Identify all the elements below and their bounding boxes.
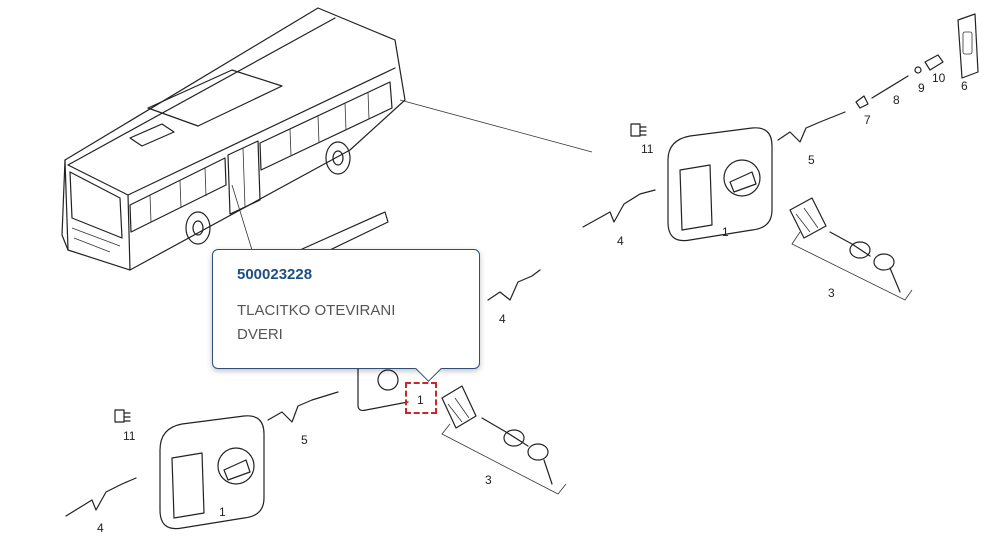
leader-line xyxy=(399,99,593,153)
callout-label: 1 xyxy=(417,393,424,407)
callout-labels: 1 3 4 5 6 7 8 9 10 11 1 3 4 1 4 5 11 xyxy=(97,71,968,535)
cable-part-5[interactable] xyxy=(777,111,846,143)
cable-part-4[interactable] xyxy=(65,477,137,517)
lock-part-3[interactable] xyxy=(789,197,913,301)
bus-illustration xyxy=(61,7,406,271)
bracket-part-6[interactable] xyxy=(957,13,979,79)
sleeve-part-10[interactable] xyxy=(924,54,944,71)
connector-part-11[interactable] xyxy=(114,409,131,423)
callout-label: 10 xyxy=(932,71,946,85)
cable-part-4[interactable] xyxy=(582,189,656,228)
door-handle-part-1[interactable] xyxy=(159,415,265,530)
connector-part-11[interactable] xyxy=(630,123,647,137)
callout-label: 11 xyxy=(123,429,136,443)
callout-label: 4 xyxy=(499,312,506,326)
bottom-assembly xyxy=(65,391,339,530)
part-description: TLACITKO OTEVIRANI DVERI xyxy=(237,302,396,343)
selected-part-hotspot[interactable] xyxy=(405,382,437,414)
leader-line xyxy=(231,184,253,251)
callout-label: 5 xyxy=(808,153,815,167)
cable-part-5[interactable] xyxy=(267,391,339,423)
callout-label: 1 xyxy=(219,505,226,519)
middle-assembly xyxy=(357,269,567,495)
top-assembly xyxy=(582,13,979,301)
callout-label: 5 xyxy=(301,433,308,447)
callout-label: 9 xyxy=(918,81,925,95)
callout-label: 4 xyxy=(97,521,104,535)
pin-part-8[interactable] xyxy=(871,75,909,99)
nut-part-9[interactable] xyxy=(914,66,922,74)
door-handle-part-1[interactable] xyxy=(357,359,409,412)
callout-label: 1 xyxy=(722,225,729,239)
clip-part-7[interactable] xyxy=(855,95,869,109)
callout-label: 8 xyxy=(893,93,900,107)
callout-label: 3 xyxy=(485,473,492,487)
cable-part-4[interactable] xyxy=(487,269,541,301)
callout-label: 7 xyxy=(864,113,871,127)
part-tooltip: 500023228 TLACITKO OTEVIRANI DVERI xyxy=(212,249,480,369)
lock-part-3[interactable] xyxy=(441,385,567,495)
door-handle-part-1[interactable] xyxy=(667,127,773,242)
part-number: 500023228 xyxy=(237,266,313,283)
callout-label: 11 xyxy=(641,142,654,156)
callout-label: 4 xyxy=(617,234,624,248)
callout-label: 6 xyxy=(961,79,968,93)
callout-label: 3 xyxy=(828,286,835,300)
